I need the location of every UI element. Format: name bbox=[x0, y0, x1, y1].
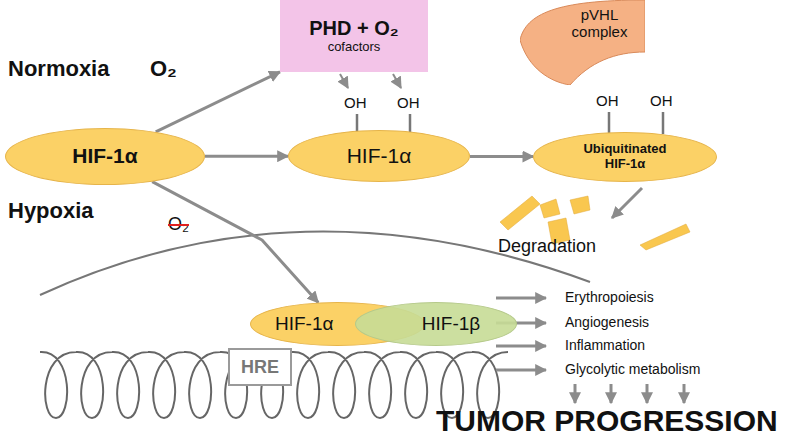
node-text: Ubiquitinated HIF-1α bbox=[570, 142, 680, 172]
protein-ellipse: HIF-1α bbox=[5, 128, 205, 185]
node-text: HIF-1α bbox=[72, 144, 137, 168]
condition-label: Hypoxia bbox=[8, 198, 94, 223]
condition-label: Normoxia bbox=[8, 56, 109, 81]
protein-ellipse: HIF-1β bbox=[355, 302, 517, 346]
process-label: Degradation bbox=[498, 236, 596, 257]
outcome-title: TUMOR PROGRESSION bbox=[436, 404, 778, 439]
outcome-label: Glycolytic metabolism bbox=[565, 361, 700, 377]
node-text: HIF-1β bbox=[422, 313, 480, 335]
arrow-connector bbox=[205, 155, 288, 158]
protein-ellipse: HIF-1α bbox=[288, 130, 470, 182]
outcome-arrow bbox=[496, 298, 684, 403]
node-text: PHD + O₂ bbox=[309, 17, 398, 40]
node-text: HIF-1α bbox=[347, 144, 412, 168]
protein-ellipse: Ubiquitinated HIF-1α bbox=[533, 132, 717, 182]
outcome-label: Erythropoiesis bbox=[565, 289, 654, 305]
node-text: HRE bbox=[241, 357, 279, 378]
phd-arrow bbox=[340, 74, 401, 88]
complex-shape: pVHL complex bbox=[520, 0, 645, 85]
outcome-label: Angiogenesis bbox=[565, 314, 649, 330]
response-element-box: HRE bbox=[228, 348, 292, 386]
oxygen-absent-label: O₂ bbox=[168, 214, 189, 235]
node-text: HIF-1α bbox=[275, 313, 333, 335]
degradation-arrow bbox=[612, 188, 642, 218]
node-text: pVHL complex bbox=[564, 6, 636, 41]
hydroxyl-label: OH bbox=[397, 94, 420, 111]
enzyme-box: PHD + O₂cofactors bbox=[280, 0, 428, 72]
outcome-label: Inflammation bbox=[565, 337, 645, 353]
hydroxyl-label: OH bbox=[596, 92, 619, 109]
hydroxyl-label: OH bbox=[344, 94, 367, 111]
arrow-connector bbox=[470, 155, 533, 158]
hydroxyl-label: OH bbox=[650, 92, 673, 109]
arrow-connector bbox=[152, 182, 318, 303]
node-text: cofactors bbox=[328, 40, 381, 55]
oxygen-label: O₂ bbox=[150, 56, 177, 81]
